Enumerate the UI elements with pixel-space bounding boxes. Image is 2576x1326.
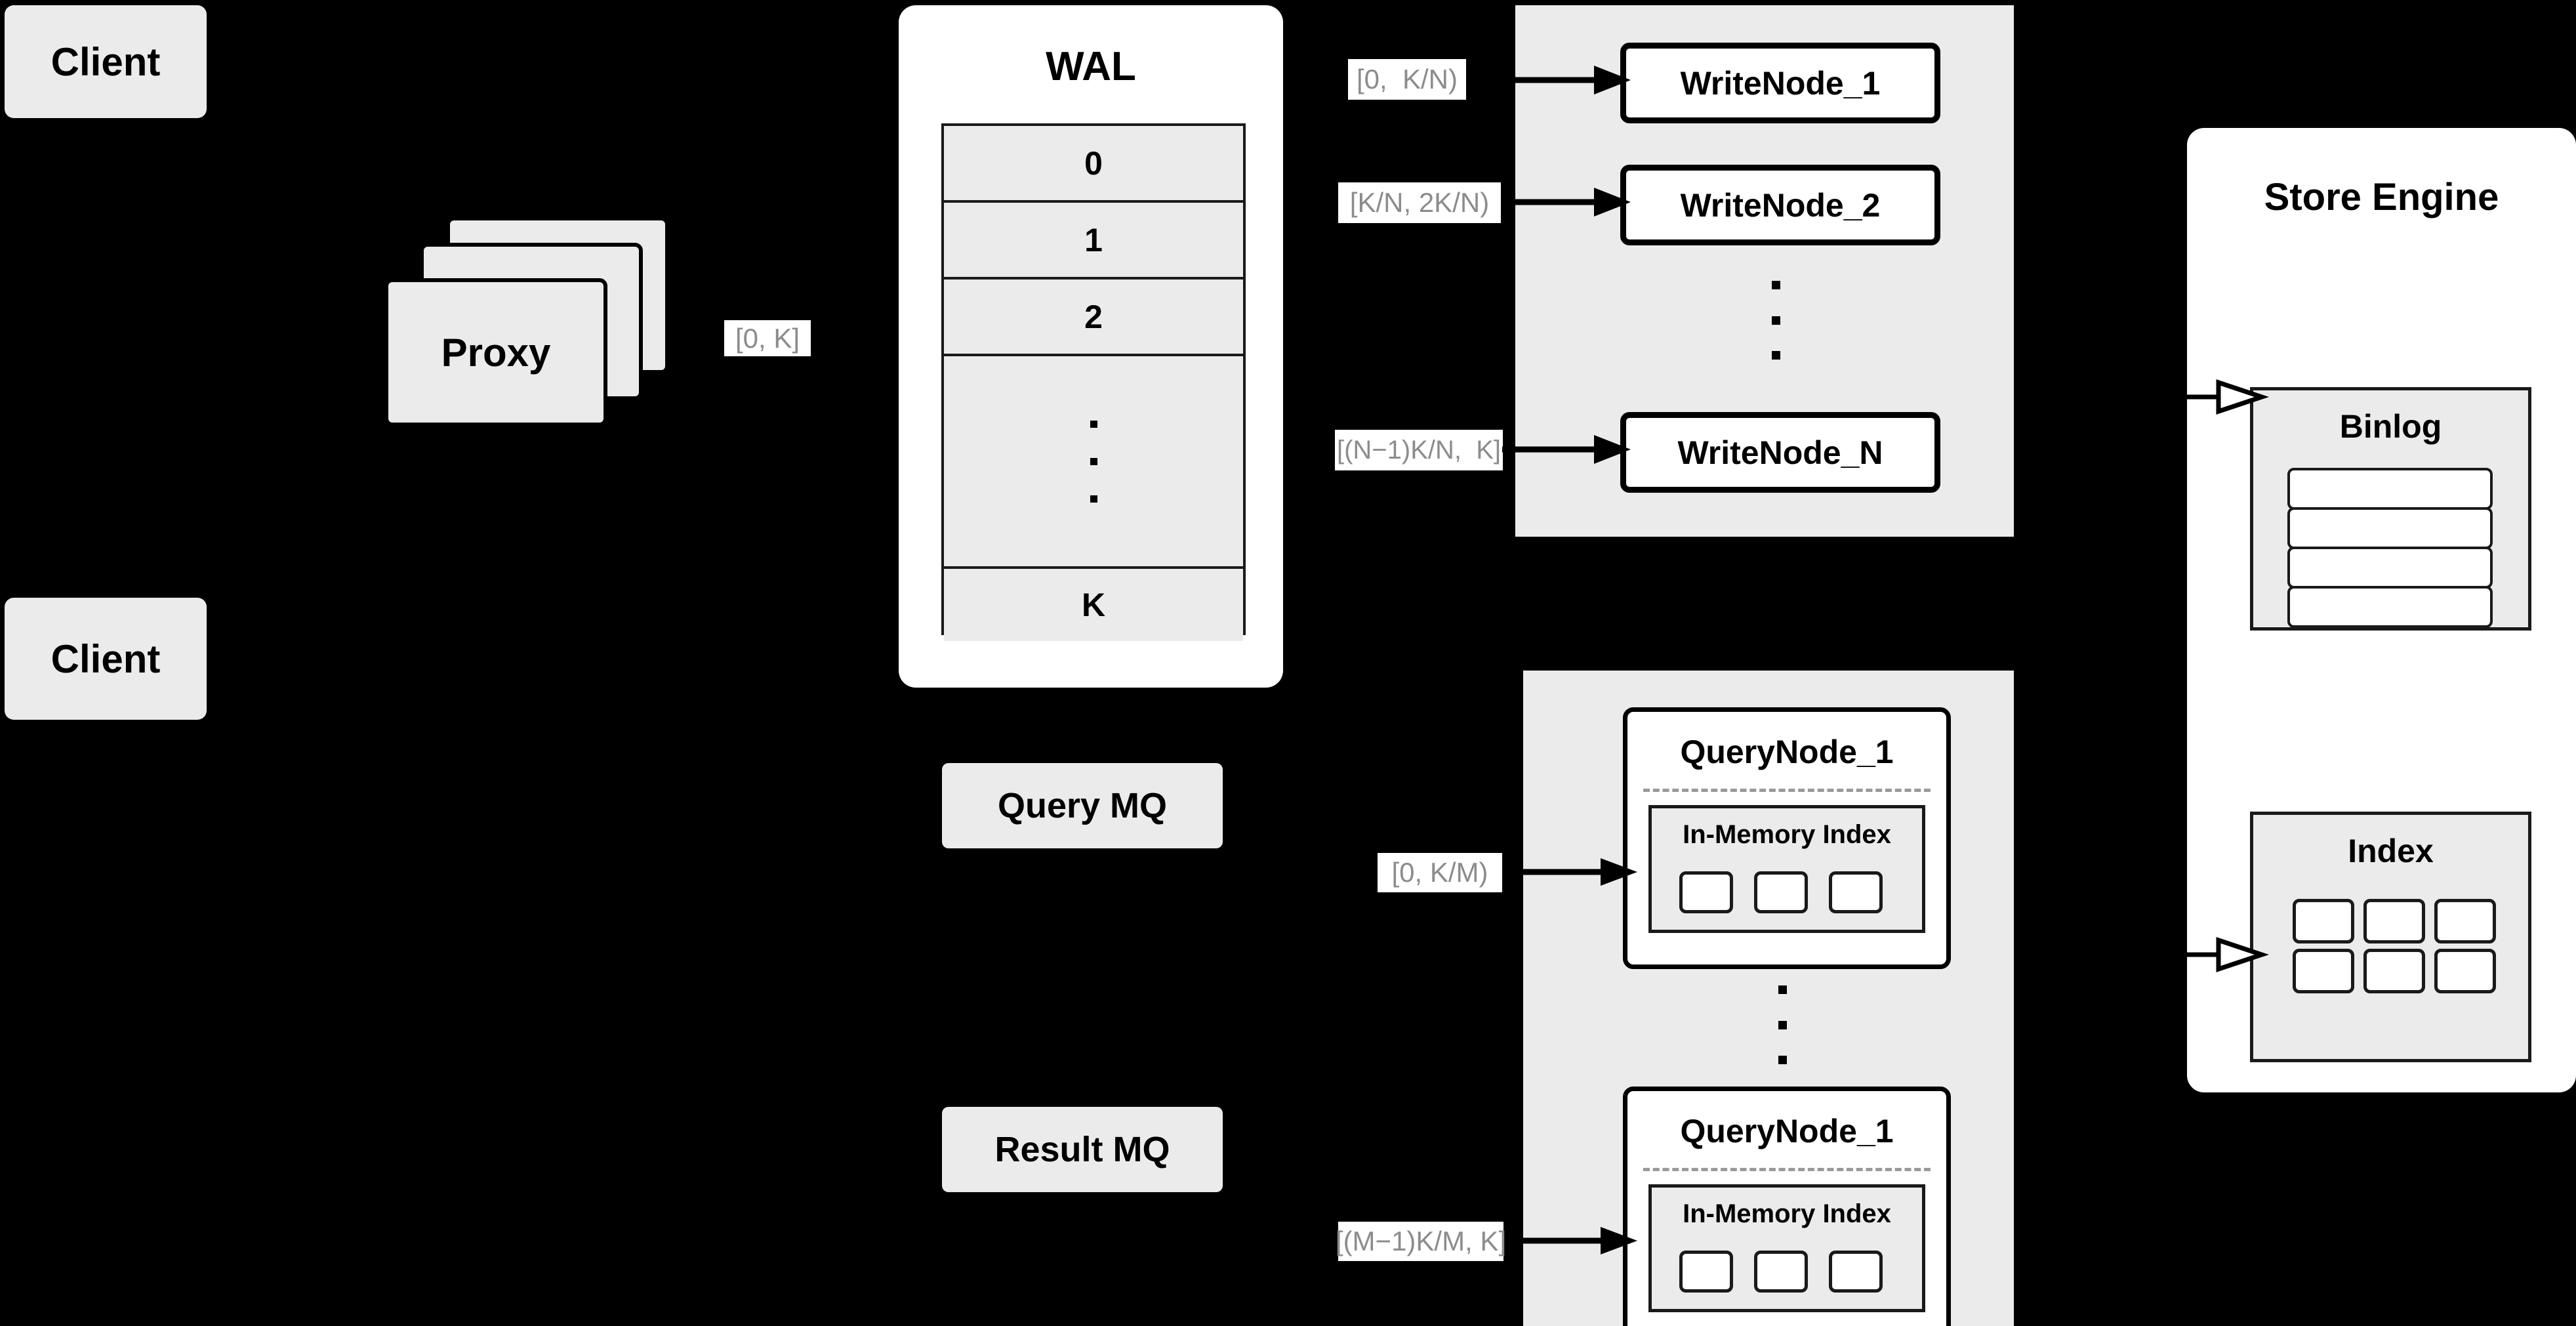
- index-title: Index: [2348, 833, 2434, 869]
- store-index-chip[interactable]: [2434, 949, 2496, 993]
- client-label-2: Client: [51, 636, 161, 681]
- query-node-cluster: QueryNode_1 In-Memory Index QueryNode_1 …: [1523, 671, 2014, 1326]
- arrow-to-binlog: [2184, 379, 2270, 415]
- query-mq-label: Query MQ: [997, 786, 1168, 825]
- in-memory-index-title-2: In-Memory Index: [1683, 1199, 1891, 1228]
- wal-row[interactable]: 0: [944, 126, 1243, 203]
- arrow-to-query-node-1: [1509, 858, 1637, 886]
- write-node-box-2[interactable]: WriteNode_2: [1620, 165, 1940, 245]
- ellipsis-dot: [1090, 457, 1097, 465]
- wal-panel: WAL 0 1 2 K: [899, 5, 1283, 688]
- index-chip[interactable]: [1829, 871, 1883, 913]
- arrow-to-write-node-2: [1502, 188, 1631, 217]
- range-label-query-node-1: [0, K/M): [1378, 853, 1502, 892]
- write-node-box-n[interactable]: WriteNode_N: [1620, 412, 1940, 493]
- store-index-chip[interactable]: [2363, 899, 2425, 943]
- store-index-chip[interactable]: [2293, 949, 2354, 993]
- query-node-box-1[interactable]: QueryNode_1 In-Memory Index: [1623, 707, 1951, 969]
- range-label-proxy-to-wal: [0, K]: [724, 320, 811, 356]
- wal-row[interactable]: 1: [944, 203, 1243, 280]
- index-chip[interactable]: [1754, 871, 1808, 913]
- range-label-write-node-1: [0, K/N): [1348, 59, 1466, 100]
- arrow-to-write-node-1: [1502, 66, 1631, 94]
- client-box-2[interactable]: Client: [5, 598, 207, 720]
- binlog-entry[interactable]: [2287, 507, 2493, 549]
- store-engine-panel: Store Engine Binlog Index: [2187, 128, 2576, 1092]
- ellipsis-dot: [1778, 1056, 1787, 1064]
- ellipsis-dot: [1771, 281, 1780, 289]
- query-node-divider-1: [1643, 789, 1931, 792]
- query-node-divider-2: [1643, 1168, 1931, 1171]
- client-label-1: Client: [51, 39, 161, 84]
- wal-row-ellipsis: [944, 356, 1243, 569]
- wal-row[interactable]: 2: [944, 280, 1243, 356]
- index-chip[interactable]: [1679, 1251, 1733, 1293]
- write-cluster-ellipsis: [1771, 281, 1780, 360]
- binlog-entry[interactable]: [2287, 468, 2493, 510]
- store-engine-title: Store Engine: [2264, 176, 2499, 218]
- binlog-entry[interactable]: [2287, 547, 2493, 589]
- ellipsis-dot: [1090, 495, 1097, 503]
- binlog-entry[interactable]: [2287, 586, 2493, 628]
- index-chip[interactable]: [1679, 871, 1733, 913]
- wal-row[interactable]: K: [944, 569, 1243, 641]
- write-node-box-1[interactable]: WriteNode_1: [1620, 43, 1940, 123]
- result-mq-label: Result MQ: [994, 1130, 1170, 1169]
- in-memory-index-title-1: In-Memory Index: [1683, 820, 1891, 849]
- in-memory-index-2: In-Memory Index: [1648, 1184, 1925, 1312]
- write-node-cluster: WriteNode_1 WriteNode_2 WriteNode_N: [1515, 5, 2014, 537]
- arrow-to-index: [2184, 937, 2270, 972]
- query-node-title-2: QueryNode_1: [1680, 1113, 1894, 1150]
- range-label-write-node-2: [K/N, 2K/N): [1338, 182, 1501, 223]
- store-index-chip[interactable]: [2293, 899, 2354, 943]
- index-chip[interactable]: [1754, 1251, 1808, 1293]
- arrow-to-write-node-n: [1502, 435, 1631, 464]
- proxy-label: Proxy: [441, 330, 551, 375]
- store-index-chip[interactable]: [2434, 899, 2496, 943]
- index-chip[interactable]: [1829, 1251, 1883, 1293]
- ellipsis-dot: [1771, 351, 1780, 360]
- wal-title: WAL: [1046, 44, 1136, 89]
- ellipsis-dot: [1771, 316, 1780, 325]
- store-index-chip[interactable]: [2363, 949, 2425, 993]
- proxy-card-front[interactable]: Proxy: [384, 278, 607, 426]
- ellipsis-dot: [1778, 985, 1787, 994]
- in-memory-index-1: In-Memory Index: [1648, 805, 1925, 933]
- wal-table: 0 1 2 K: [941, 123, 1246, 641]
- query-mq-box[interactable]: Query MQ: [942, 763, 1223, 848]
- result-mq-box[interactable]: Result MQ: [942, 1107, 1223, 1192]
- ellipsis-dot: [1090, 420, 1097, 428]
- binlog-title: Binlog: [2339, 408, 2442, 445]
- query-cluster-ellipsis: [1778, 985, 1787, 1064]
- range-label-query-node-m: [(M−1)K/M, K]: [1336, 1222, 1506, 1261]
- ellipsis-dot: [1778, 1020, 1787, 1029]
- query-node-title-1: QueryNode_1: [1680, 734, 1894, 770]
- index-section: Index: [2250, 812, 2531, 1062]
- query-node-box-2[interactable]: QueryNode_1 In-Memory Index: [1623, 1087, 1951, 1326]
- range-label-write-node-n: [(N−1)K/N, K]: [1335, 430, 1503, 470]
- binlog-section: Binlog: [2250, 387, 2531, 631]
- arrow-to-query-node-m: [1509, 1227, 1637, 1254]
- client-box-1[interactable]: Client: [5, 5, 207, 118]
